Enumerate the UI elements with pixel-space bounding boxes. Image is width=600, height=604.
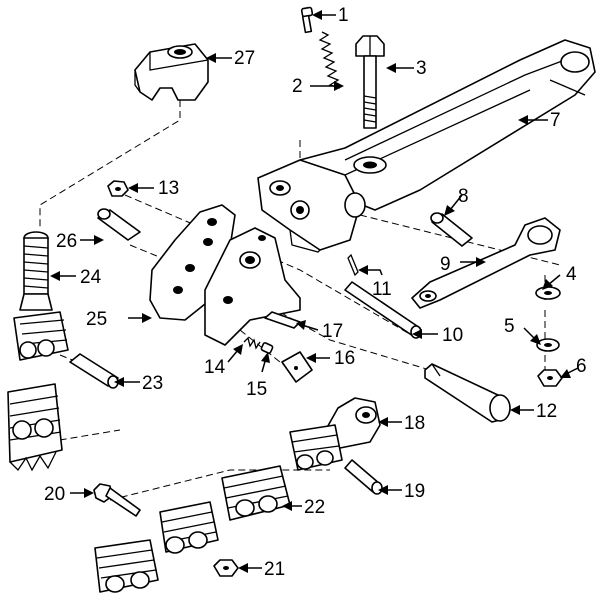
callout-label-12: 12 (536, 401, 557, 422)
callout-label-27: 27 (234, 48, 255, 69)
callout-label-10: 10 (442, 325, 463, 346)
part-7-arm (299, 39, 596, 211)
callout-label-13: 13 (158, 178, 179, 199)
callout-label-22: 22 (304, 497, 325, 518)
callout-label-16: 16 (334, 348, 355, 369)
part-26-pin (97, 208, 141, 241)
part-19-pin (344, 459, 383, 495)
callout-3: 3 (386, 58, 427, 79)
callout-21: 21 (238, 559, 285, 580)
part-16-block (281, 351, 313, 383)
part-8-bushing (430, 212, 473, 247)
callout-15: 15 (246, 352, 270, 400)
callout-label-23: 23 (142, 373, 163, 394)
part-21-nut (213, 559, 239, 577)
callout-label-14: 14 (204, 357, 226, 378)
part-13-nut (107, 180, 129, 197)
callout-6: 6 (560, 356, 587, 378)
callout-17: 17 (296, 320, 343, 342)
callout-label-9: 9 (440, 254, 451, 275)
callout-4: 4 (542, 264, 577, 290)
callout-11: 11 (358, 265, 392, 300)
callout-label-24: 24 (80, 267, 102, 288)
callout-1: 1 (312, 5, 349, 26)
part-27-clevis-block (134, 43, 209, 101)
part-14-spring (243, 336, 261, 350)
part-4-washer (535, 286, 561, 300)
part-2-spring (318, 31, 341, 89)
part-23-pin (69, 353, 119, 389)
part-20-bolt (93, 483, 141, 517)
callout-20: 20 (44, 484, 94, 505)
callout-label-3: 3 (416, 58, 427, 79)
part-15-plunger (260, 342, 274, 354)
callout-label-11: 11 (372, 279, 392, 300)
callout-label-17: 17 (322, 321, 343, 342)
center-side-plate (204, 227, 301, 346)
callout-label-8: 8 (458, 186, 469, 207)
callout-label-21: 21 (264, 559, 285, 580)
part-6-nut (537, 369, 563, 387)
chain-bottom (94, 539, 159, 593)
callout-label-2: 2 (292, 76, 303, 97)
part-9-link (411, 217, 561, 309)
part-5-washer (536, 338, 560, 352)
chain-block-18 (289, 424, 343, 471)
callout-25: 25 (86, 309, 152, 330)
callout-label-15: 15 (246, 379, 267, 400)
chain-lower-mid (159, 501, 219, 554)
callout-13: 13 (128, 178, 179, 199)
chain-left (7, 383, 63, 472)
callout-27: 27 (206, 48, 255, 69)
callout-8: 8 (444, 186, 469, 216)
callout-19: 19 (378, 481, 425, 502)
part-3-bolt (355, 35, 385, 129)
callout-5: 5 (504, 316, 541, 345)
callouts: 1 2 3 27 7 13 8 26 (44, 5, 587, 580)
part-17-key (264, 311, 301, 329)
callout-7: 7 (518, 110, 561, 131)
callout-2: 2 (292, 76, 344, 97)
part-11-cotter-pin (347, 253, 359, 277)
callout-23: 23 (114, 373, 163, 394)
callout-9: 9 (440, 254, 486, 275)
callout-18: 18 (378, 413, 425, 434)
callout-label-1: 1 (338, 5, 349, 26)
part-24-rod-end (13, 231, 69, 361)
callout-14: 14 (204, 344, 243, 378)
callout-26: 26 (56, 231, 104, 252)
part-22-chain (221, 465, 291, 521)
callout-24: 24 (50, 267, 102, 288)
callout-label-7: 7 (550, 110, 561, 131)
callout-label-25: 25 (86, 309, 107, 330)
part-12-pin (424, 363, 511, 423)
callout-label-19: 19 (404, 481, 425, 502)
callout-label-26: 26 (56, 231, 77, 252)
callout-label-5: 5 (504, 316, 515, 337)
callout-label-6: 6 (576, 356, 587, 377)
arm-housing (257, 159, 366, 253)
part-1-screw (300, 6, 314, 34)
callout-label-18: 18 (404, 413, 425, 434)
callout-label-4: 4 (566, 264, 577, 285)
callout-16: 16 (306, 348, 355, 369)
callout-22: 22 (282, 497, 325, 518)
callout-10: 10 (412, 325, 463, 346)
callout-12: 12 (510, 401, 557, 422)
callout-label-20: 20 (44, 484, 65, 505)
